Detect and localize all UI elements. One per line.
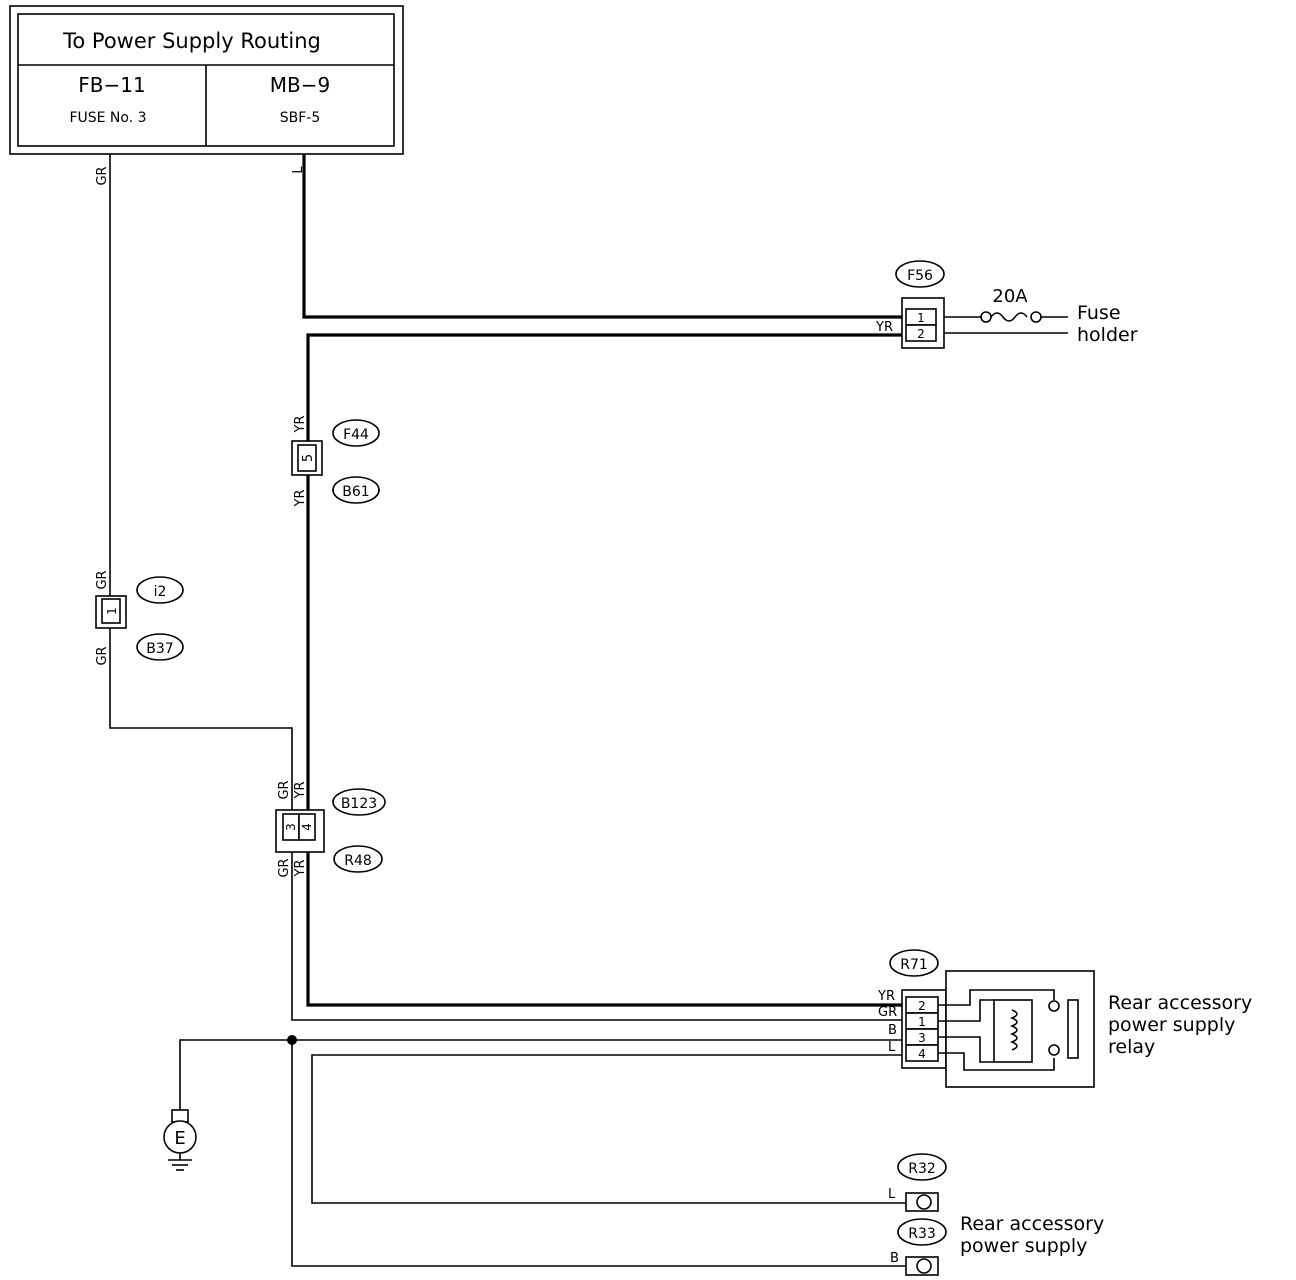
fuse-holder-label: Fuse	[1077, 302, 1121, 324]
l-wire	[302, 154, 906, 319]
f56-pin: 1	[917, 311, 925, 325]
connector-id-f44: F44	[343, 427, 369, 443]
connector-id-b61: B61	[342, 484, 369, 500]
rear-accessory-relay: R71 YR GR B L 2 1 3 4 Rear accessory pow…	[877, 949, 1252, 1088]
relay-wire-color: GR	[878, 1005, 897, 1020]
rear-accessory-power-supply: R32 L R33 B Rear accessory power supply	[888, 1153, 1104, 1276]
wire-label-gr: GR	[95, 166, 110, 185]
fuse-holder-wire-yr: YR	[875, 320, 893, 335]
connector-id-r33: R33	[908, 1226, 936, 1242]
f56-pin: 2	[917, 327, 925, 341]
connector-id-i2: i2	[154, 584, 167, 600]
connector-id-f56: F56	[907, 268, 933, 284]
wire-label-b: B	[890, 1251, 899, 1266]
power-supply-routing-box: To Power Supply Routing FB−11 FUSE No. 3…	[9, 5, 404, 155]
fuse-no3-label: FUSE No. 3	[69, 110, 146, 126]
connector-id-r48: R48	[344, 853, 372, 869]
relay-pin: 2	[918, 999, 926, 1013]
relay-label: power supply	[1108, 1014, 1235, 1036]
connector-i2-b37: 1 i2 B37	[95, 576, 184, 661]
ground-e: E	[163, 1109, 197, 1171]
relay-pin: 1	[918, 1015, 926, 1029]
relay-pin: 4	[918, 1047, 926, 1061]
mb9-code: MB−9	[270, 73, 330, 97]
b123-pin: 4	[300, 823, 314, 831]
fuse-rating: 20A	[992, 286, 1028, 307]
wire-label-gr: GR	[95, 646, 110, 665]
wire-label-gr: GR	[95, 570, 110, 589]
wire-color-labels: GR L YR YR GR GR GR YR GR YR	[95, 166, 308, 878]
rear-supply-label: Rear accessory	[960, 1213, 1104, 1235]
b123-pin: 3	[284, 823, 298, 831]
f44-pin: 5	[301, 454, 316, 462]
wire-label-yr: YR	[293, 782, 308, 800]
connector-id-r32: R32	[908, 1161, 936, 1177]
connector-b123-r48: 3 4 B123 R48	[275, 788, 386, 873]
wire-label-gr: GR	[277, 858, 292, 877]
wire-label-yr: YR	[293, 860, 308, 878]
wire-label-yr: YR	[293, 416, 308, 434]
wire-label-l: L	[888, 1187, 896, 1202]
fb11-code: FB−11	[78, 73, 145, 97]
fuse-holder-f56: F56 YR 1 2 20A Fuse holder	[875, 260, 1138, 349]
relay-pin: 3	[918, 1031, 926, 1045]
connector-id-r71: R71	[900, 957, 928, 973]
rear-supply-label: power supply	[960, 1235, 1087, 1257]
sbf5-label: SBF-5	[280, 110, 321, 126]
connector-f44-b61: 5 F44 B61	[291, 419, 380, 504]
relay-wire-color: L	[888, 1040, 896, 1055]
ground-wires	[179, 1035, 906, 1267]
fuse-holder-label: holder	[1077, 324, 1138, 346]
i2-pin: 1	[105, 607, 119, 615]
yr-wire	[306, 333, 906, 1007]
wire-label-l: L	[291, 166, 306, 174]
routing-title: To Power Supply Routing	[62, 29, 321, 53]
connector-id-b37: B37	[146, 641, 173, 657]
ground-label: E	[174, 1128, 185, 1149]
relay-wire-color: YR	[877, 989, 895, 1004]
wire-label-gr: GR	[277, 780, 292, 799]
wire-label-yr: YR	[293, 490, 308, 508]
gr-wire	[109, 154, 906, 1021]
relay-label: relay	[1108, 1036, 1155, 1058]
relay-wire-color: B	[888, 1023, 897, 1038]
connector-id-b123: B123	[341, 796, 377, 812]
relay-label: Rear accessory	[1108, 992, 1252, 1014]
